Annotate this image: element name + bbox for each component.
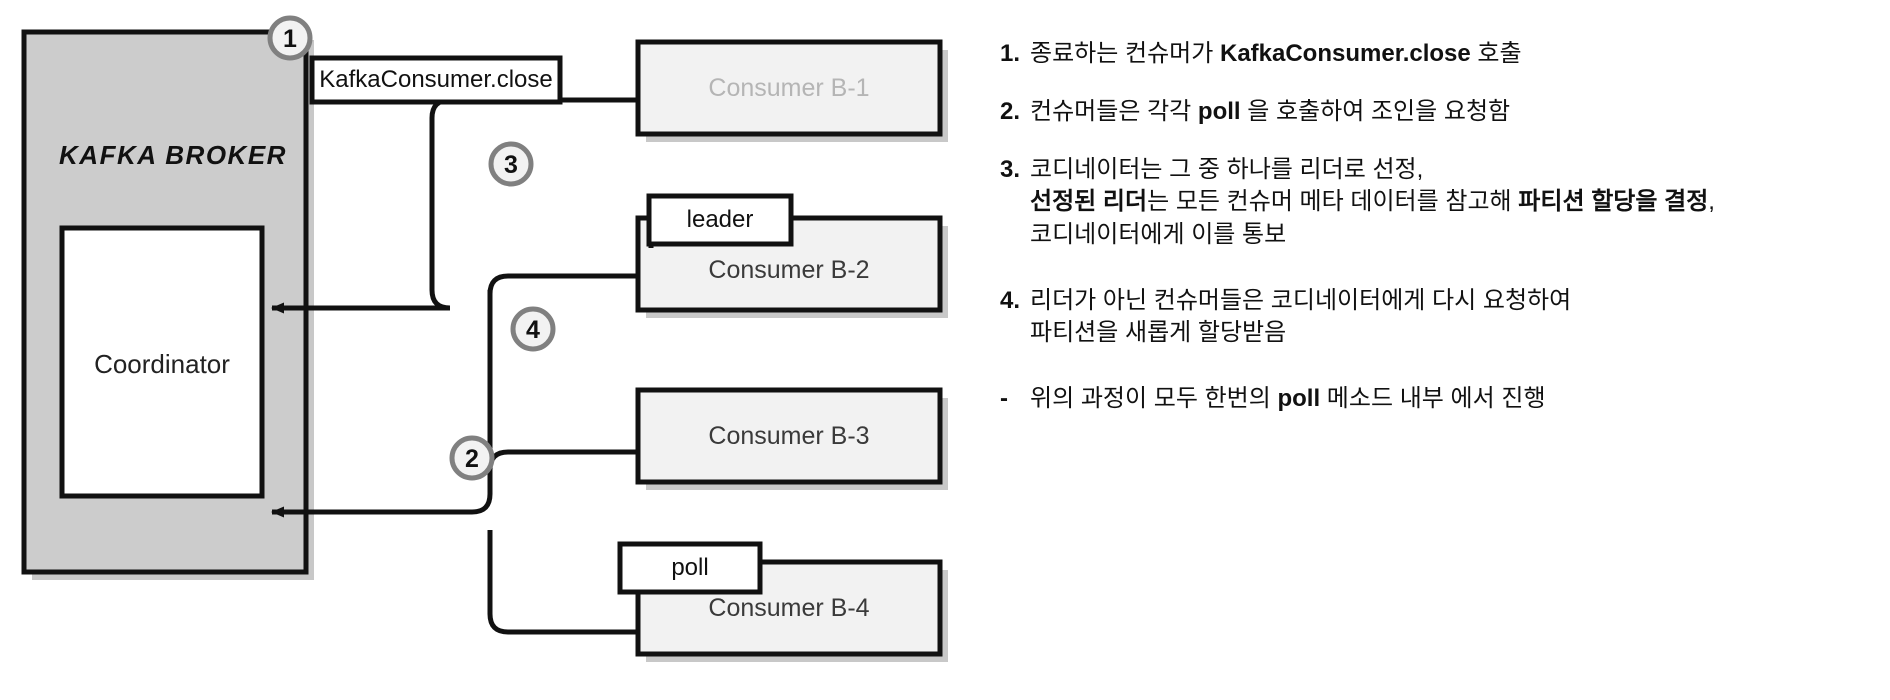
marker-1-circle [267,15,313,61]
note-body: 코디네이터는 그 중 하나를 리더로 선정,선정된 리더는 모든 컨슈머 메타 … [1030,154,1880,250]
note-text: 종료하는 컨슈머가 [1030,40,1220,67]
note-item: 2. 컨슈머들은 각각 poll 을 호출하여 조인을 요청함 [1000,96,1880,128]
tag-poll-box [617,541,763,595]
tag-kafkaconsumer-close-label: KafkaConsumer.close [319,66,553,93]
note-marker: - [1000,385,1008,413]
note-text: 호출 [1470,40,1522,67]
note-text: 코디네이터는 그 중 하나를 리더로 선정, [1030,156,1424,184]
note-emphasis: 파티션 할당을 결정 [1518,188,1709,216]
note-text: 파티션을 새롭게 할당받음 [1030,318,1287,346]
tag-leader-label: leader [686,206,754,233]
note-item: -위의 과정이 모두 한번의 poll 메소드 내부 에서 진행 [1000,383,1880,415]
marker-1-number: 1 [283,25,297,53]
note-body: 종료하는 컨슈머가 KafkaConsumer.close 호출 [1030,38,1880,70]
note-line: 종료하는 컨슈머가 KafkaConsumer.close 호출 [1030,38,1880,70]
note-text: 위의 과정이 모두 한번의 [1030,385,1278,413]
note-marker: 4. [1000,286,1021,314]
broker-label: KAFKA BROKER [59,140,287,170]
note-body: 컨슈머들은 각각 poll 을 호출하여 조인을 요청함 [1030,96,1880,128]
marker-4-number: 4 [526,316,540,344]
note-text: 을 호출하여 조인을 요청함 [1240,98,1511,126]
tag-kafkaconsumer-close-box [309,55,563,105]
marker-2-circle [449,435,495,481]
tag-poll-label: poll [671,554,709,581]
note-body: 위의 과정이 모두 한번의 poll 메소드 내부 에서 진행 [1030,383,1880,415]
consumer-b4-label[interactable]: Consumer B-4 [708,594,870,622]
note-text: 컨슈머들은 각각 [1030,98,1198,126]
marker-3-number: 3 [504,151,518,179]
consumer-b3-label[interactable]: Consumer B-3 [708,422,870,450]
marker-2-number: 2 [465,445,479,473]
marker-3-circle [488,141,534,187]
note-marker: 1. [1000,40,1021,67]
note-marker: 2. [1000,98,1021,126]
coordinator-box [59,225,265,499]
note-line: 컨슈머들은 각각 poll 을 호출하여 조인을 요청함 [1030,96,1880,128]
consumer-b1-label[interactable]: Consumer B-1 [708,74,870,102]
note-item: 1. 종료하는 컨슈머가 KafkaConsumer.close 호출 [1000,38,1880,70]
consumer-b2-label[interactable]: Consumer B-2 [708,256,870,284]
note-text: 메소드 내부 에서 진행 [1320,385,1546,413]
note-line: 코디네이터에게 이를 통보 [1030,219,1880,251]
consumer-b3-box [635,387,943,485]
note-text: 코디네이터에게 이를 통보 [1030,220,1287,248]
note-text: 리더가 아닌 컨슈머들은 코디네이터에게 다시 요청하여 [1030,286,1572,314]
note-line: 위의 과정이 모두 한번의 poll 메소드 내부 에서 진행 [1030,383,1880,415]
note-emphasis: 선정된 리더 [1030,188,1148,216]
note-line: 파티션을 새롭게 할당받음 [1030,317,1880,349]
connector-b3-to-trunk [487,449,638,494]
consumer-b1-box [635,39,943,137]
note-item: 3.코디네이터는 그 중 하나를 리더로 선정,선정된 리더는 모든 컨슈머 메… [1000,154,1880,250]
connector-b4-to-trunk [487,530,638,635]
marker-4-circle [510,306,556,352]
note-marker: 3. [1000,156,1021,184]
notes-panel: 1. 종료하는 컨슈머가 KafkaConsumer.close 호출 2. 컨슈머들… [1000,38,1880,441]
note-text: 는 모든 컨슈머 메타 데이터를 참고해 [1147,188,1519,216]
note-emphasis: poll [1197,98,1241,126]
note-text: , [1708,188,1715,216]
note-emphasis: poll [1277,385,1321,413]
note-line: 선정된 리더는 모든 컨슈머 메타 데이터를 참고해 파티션 할당을 결정, [1030,186,1880,218]
note-emphasis: KafkaConsumer.close [1219,40,1471,67]
connector-b2-to-coordinator [271,273,638,518]
note-line: 코디네이터는 그 중 하나를 리더로 선정, [1030,154,1880,186]
note-line: 리더가 아닌 컨슈머들은 코디네이터에게 다시 요청하여 [1030,285,1880,317]
coordinator-label: Coordinator [94,349,230,379]
tag-leader-box [646,193,794,247]
